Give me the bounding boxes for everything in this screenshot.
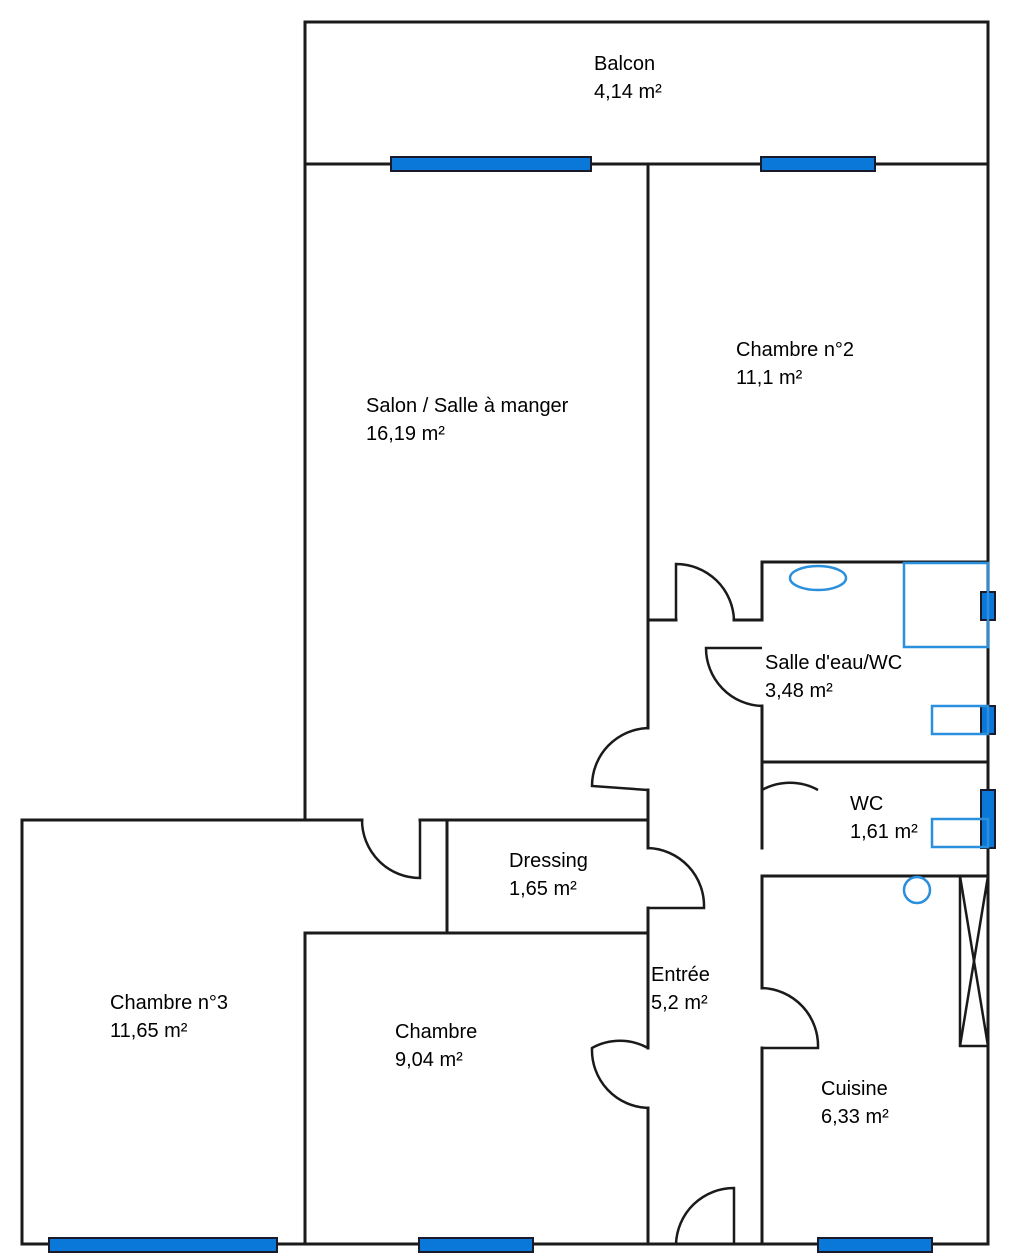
door-salle-eau[interactable]	[704, 646, 763, 708]
walls	[20, 20, 990, 1246]
room-name-salon: Salon / Salle à manger	[366, 395, 569, 417]
door-wc[interactable]	[760, 781, 819, 848]
room-area-salon: 16,19 m²	[366, 423, 445, 445]
room-area-dressing: 1,65 m²	[509, 878, 577, 900]
room-area-wc: 1,61 m²	[850, 821, 918, 843]
window-chambre3	[48, 1237, 278, 1253]
room-name-chambre2: Chambre n°2	[736, 339, 854, 361]
door-entree[interactable]	[674, 1186, 736, 1245]
washbasin-icon	[788, 564, 848, 592]
door-salon[interactable]	[590, 726, 649, 792]
cooktop-icon	[958, 874, 990, 1048]
windows	[48, 156, 996, 1253]
window-chambre	[418, 1237, 534, 1253]
fixtures	[788, 561, 990, 905]
outer-wall	[20, 20, 990, 1246]
room-area-balcon: 4,14 m²	[594, 81, 662, 103]
window-cuisine	[817, 1237, 933, 1253]
room-name-cuisine: Cuisine	[821, 1078, 888, 1100]
room-area-salle-eau: 3,48 m²	[765, 680, 833, 702]
room-name-salle-eau: Salle d'eau/WC	[765, 652, 902, 674]
room-name-wc: WC	[850, 793, 883, 815]
toilet-icon	[930, 704, 990, 736]
door-chambre3[interactable]	[360, 819, 422, 880]
room-name-chambre: Chambre	[395, 1021, 477, 1043]
window-chambre2	[760, 156, 876, 172]
toilet-icon	[930, 817, 990, 849]
room-name-balcon: Balcon	[594, 53, 655, 75]
door-dressing[interactable]	[647, 846, 706, 910]
door-chambre[interactable]	[590, 1039, 649, 1110]
door-chambre2[interactable]	[674, 562, 736, 621]
room-area-chambre: 9,04 m²	[395, 1049, 463, 1071]
room-name-dressing: Dressing	[509, 850, 588, 872]
shower-tray-icon	[902, 561, 990, 649]
room-area-chambre2: 11,1 m²	[736, 367, 803, 389]
room-name-entree: Entrée	[651, 964, 710, 986]
room-area-chambre3: 11,65 m²	[110, 1020, 188, 1042]
doors	[360, 562, 820, 1245]
window-salon	[390, 156, 592, 172]
door-cuisine[interactable]	[761, 986, 820, 1050]
room-name-chambre3: Chambre n°3	[110, 992, 228, 1014]
room-area-entree: 5,2 m²	[651, 992, 708, 1014]
room-labels: Balcon 4,14 m² Salon / Salle à manger 16…	[110, 53, 918, 1128]
room-area-cuisine: 6,33 m²	[821, 1106, 889, 1128]
sink-icon	[902, 875, 932, 905]
